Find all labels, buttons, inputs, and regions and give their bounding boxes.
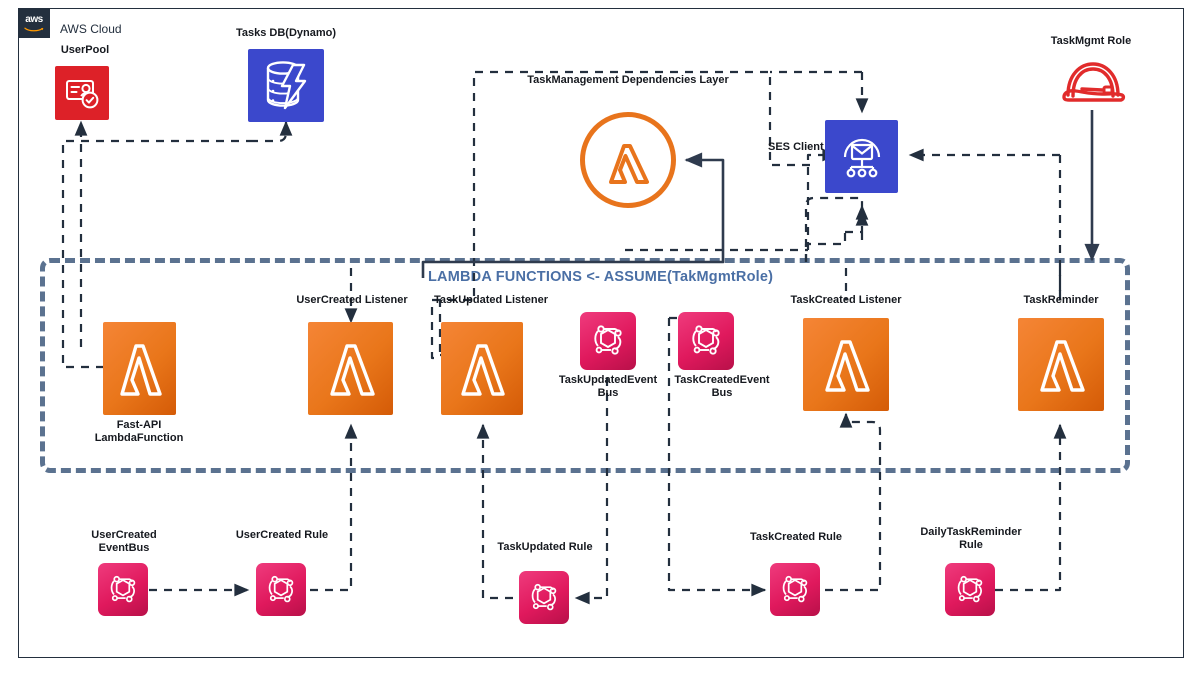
lambda-icon	[803, 318, 889, 411]
eventbridge-rule-icon	[770, 563, 820, 616]
lambda-icon	[308, 322, 393, 415]
node-task-reminder-label: TaskReminder	[1023, 294, 1099, 306]
dynamodb-icon	[248, 49, 324, 122]
node-fastapi-lambda[interactable]: Fast-API LambdaFunction	[95, 322, 183, 444]
lambda-icon	[1018, 318, 1104, 411]
node-usercreated-eventbus-label: UserCreated EventBus	[91, 529, 157, 554]
node-user-pool[interactable]: UserPool	[55, 44, 109, 120]
aws-logo-text: aws	[25, 13, 43, 25]
node-taskupdated-listener[interactable]: TaskUpdated Listener	[434, 294, 548, 415]
cognito-userpool-icon	[55, 66, 109, 120]
eventbridge-rule-icon	[256, 563, 306, 616]
eventbridge-rule-icon	[945, 563, 995, 616]
node-usercreated-listener-label: UserCreated Listener	[296, 294, 408, 306]
lambda-region-title: LAMBDA FUNCTIONS <- ASSUME(TakMgmtRole)	[428, 269, 774, 285]
node-taskcreated-listener[interactable]: TaskCreated Listener	[790, 294, 902, 411]
ses-client-label: SES Client	[768, 141, 824, 153]
node-user-pool-label: UserPool	[60, 44, 110, 56]
node-taskcreated-eventbus[interactable]: TaskCreatedEvent Bus	[674, 312, 770, 399]
node-taskupdated-rule-label: TaskUpdated Rule	[497, 541, 593, 553]
node-dependencies-layer[interactable]: TaskManagement Dependencies Layer	[527, 74, 729, 208]
node-taskupdated-rule[interactable]: TaskUpdated Rule	[497, 541, 593, 624]
lambda-icon	[103, 322, 176, 415]
eventbridge-icon	[98, 563, 148, 616]
lambda-icon	[441, 322, 523, 415]
node-usercreated-listener[interactable]: UserCreated Listener	[296, 294, 408, 415]
node-taskcreated-rule-label: TaskCreated Rule	[749, 531, 843, 543]
aws-logo-icon: aws	[18, 8, 50, 38]
node-usercreated-rule-label: UserCreated Rule	[235, 529, 329, 541]
iam-role-icon	[1062, 62, 1126, 102]
eventbridge-icon	[678, 312, 734, 370]
node-dailytaskreminder-rule[interactable]: DailyTaskReminder Rule	[920, 526, 1022, 616]
node-tasks-db-label: Tasks DB(Dynamo)	[235, 27, 337, 39]
lambda-layer-icon	[580, 112, 676, 208]
node-taskupdated-eventbus[interactable]: TaskUpdatedEvent Bus	[559, 312, 657, 399]
node-taskcreated-listener-label: TaskCreated Listener	[790, 294, 902, 306]
node-taskmgmt-role-label: TaskMgmt Role	[1050, 35, 1132, 47]
node-usercreated-eventbus[interactable]: UserCreated EventBus	[91, 529, 157, 616]
node-taskcreated-rule[interactable]: TaskCreated Rule	[750, 531, 842, 616]
node-task-reminder[interactable]: TaskReminder	[1018, 294, 1104, 411]
ses-icon	[825, 120, 898, 193]
node-dependencies-layer-label: TaskManagement Dependencies Layer	[527, 74, 729, 86]
node-tasks-db[interactable]: Tasks DB(Dynamo)	[236, 27, 336, 122]
aws-cloud-label: AWS Cloud	[60, 22, 122, 36]
node-taskmgmt-role[interactable]: TaskMgmt Role	[1051, 35, 1131, 112]
node-taskupdated-eventbus-label: TaskUpdatedEvent Bus	[558, 374, 658, 399]
node-taskcreated-eventbus-label: TaskCreatedEvent Bus	[674, 374, 770, 399]
node-usercreated-rule[interactable]: UserCreated Rule	[236, 529, 328, 616]
eventbridge-rule-icon	[519, 571, 569, 624]
node-taskupdated-listener-label: TaskUpdated Listener	[433, 294, 549, 306]
node-ses[interactable]	[825, 120, 898, 193]
eventbridge-icon	[580, 312, 636, 370]
node-fastapi-lambda-label: Fast-API LambdaFunction	[94, 419, 184, 444]
aws-swoosh-icon	[24, 27, 44, 31]
node-dailytaskreminder-rule-label: DailyTaskReminder Rule	[920, 526, 1022, 551]
